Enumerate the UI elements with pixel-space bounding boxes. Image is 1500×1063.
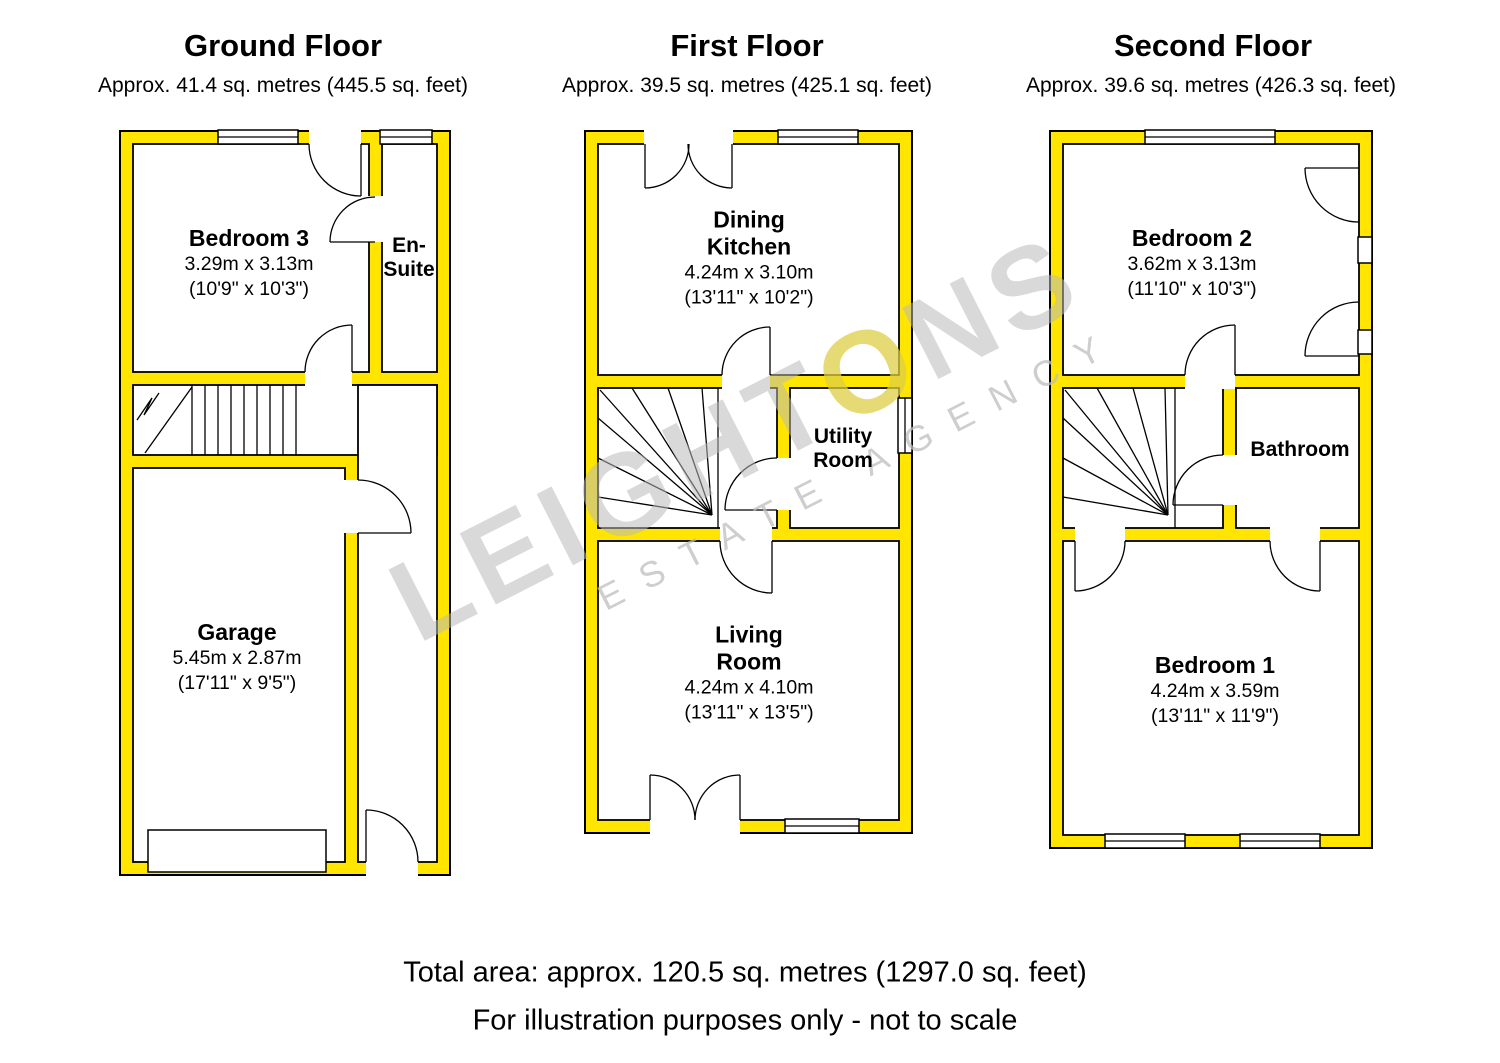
room-label-garage: Garage 5.45m x 2.87m (17'11" x 9'5") bbox=[173, 619, 302, 695]
wall-opening bbox=[1357, 236, 1373, 355]
living-room-door bbox=[719, 540, 773, 594]
second-floor-subtitle: Approx. 39.6 sq. metres (426.3 sq. feet) bbox=[1025, 74, 1397, 97]
room-label-bedroom2: Bedroom 2 3.62m x 3.13m (11'10" x 10'3") bbox=[1127, 225, 1256, 301]
room-utility bbox=[789, 387, 900, 529]
room-dim-metric: 4.24m x 3.59m bbox=[1150, 680, 1280, 703]
room-dim-metric: 3.29m x 3.13m bbox=[184, 253, 314, 276]
room-dim-imperial: (13'11" x 11'9") bbox=[1151, 704, 1279, 727]
room-hall bbox=[357, 384, 438, 863]
bedroom1-door bbox=[1074, 540, 1126, 592]
room-label-bathroom: Bathroom bbox=[1250, 438, 1349, 462]
first-floor-stairs bbox=[597, 387, 719, 528]
room-name: Room bbox=[813, 449, 873, 472]
window bbox=[784, 818, 860, 834]
room-name: Living bbox=[715, 621, 783, 648]
room-label-ensuite: En- Suite bbox=[383, 234, 434, 282]
window bbox=[897, 397, 913, 454]
room-dim-metric: 5.45m x 2.87m bbox=[172, 647, 302, 670]
room-name: Dining bbox=[713, 206, 785, 233]
room-dim-imperial: (17'11" x 9'5") bbox=[177, 671, 297, 694]
front-door bbox=[365, 809, 419, 863]
room-dim-imperial: (13'11" x 13'5") bbox=[684, 701, 814, 724]
room-label-bedroom1: Bedroom 1 4.24m x 3.59m (13'11" x 11'9") bbox=[1151, 652, 1280, 728]
room-name: Bathroom bbox=[1250, 437, 1350, 461]
window bbox=[379, 129, 433, 145]
room-landing bbox=[597, 387, 778, 529]
kitchen-door bbox=[721, 326, 771, 376]
room-name: Suite bbox=[383, 258, 435, 281]
disclaimer-text: For illustration purposes only - not to … bbox=[472, 1004, 1018, 1037]
window bbox=[1104, 833, 1186, 849]
room-dim-metric: 4.24m x 4.10m bbox=[684, 676, 814, 699]
ensuite-door bbox=[329, 196, 376, 243]
room-dim-imperial: (10'9" x 10'3") bbox=[189, 277, 309, 300]
room-dim-imperial: (13'11" x 10'2") bbox=[684, 286, 814, 309]
room-name: Bedroom 1 bbox=[1154, 652, 1276, 679]
ground-floor-subtitle: Approx. 41.4 sq. metres (445.5 sq. feet) bbox=[97, 74, 469, 97]
room-dim-imperial: (11'10" x 10'3") bbox=[1127, 277, 1257, 300]
ground-floor-title: Ground Floor bbox=[183, 28, 383, 63]
garage-door bbox=[147, 829, 327, 873]
total-area-text: Total area: approx. 120.5 sq. metres (12… bbox=[403, 956, 1087, 989]
room-bedroom2 bbox=[1062, 143, 1360, 376]
first-floor-plan bbox=[584, 129, 913, 834]
room-bedroom3 bbox=[132, 143, 370, 373]
bedroom1-closet-door bbox=[1269, 540, 1321, 592]
garage-access-door bbox=[357, 479, 412, 534]
first-floor-subtitle: Approx. 39.5 sq. metres (425.1 sq. feet) bbox=[561, 74, 933, 97]
room-name: Room bbox=[716, 648, 782, 675]
window bbox=[777, 129, 859, 145]
room-name: Utility bbox=[813, 424, 873, 448]
room-dim-metric: 3.62m x 3.13m bbox=[1127, 253, 1257, 276]
room-name: En- bbox=[392, 233, 426, 257]
room-name: Bedroom 2 bbox=[1131, 225, 1253, 252]
first-floor-title: First Floor bbox=[670, 28, 824, 63]
room-name: Garage bbox=[197, 619, 277, 646]
window bbox=[1144, 129, 1276, 145]
room-label-living: Living Room 4.24m x 4.10m (13'11" x 13'5… bbox=[684, 622, 813, 725]
second-floor-plan bbox=[1049, 129, 1373, 849]
utility-door bbox=[724, 457, 778, 511]
room-dining-kitchen bbox=[597, 143, 900, 376]
ground-floor-plan bbox=[119, 129, 451, 876]
bedroom3-door bbox=[304, 324, 353, 373]
window bbox=[1239, 833, 1321, 849]
second-floor-title: Second Floor bbox=[1113, 28, 1313, 63]
room-garage bbox=[132, 467, 346, 863]
bathroom-door bbox=[1172, 454, 1224, 506]
room-name: Kitchen bbox=[706, 233, 792, 260]
room-label-utility: Utility Room bbox=[813, 425, 873, 473]
ground-floor-stairs bbox=[136, 385, 297, 455]
bedroom2-door bbox=[1184, 324, 1236, 376]
room-landing2 bbox=[1062, 387, 1224, 529]
french-doors bbox=[649, 774, 741, 821]
entrance-door bbox=[308, 143, 362, 197]
room-label-dining-kitchen: Dining Kitchen 4.24m x 3.10m (13'11" x 1… bbox=[684, 207, 813, 310]
window bbox=[217, 129, 299, 145]
room-label-bedroom3: Bedroom 3 3.29m x 3.13m (10'9" x 10'3") bbox=[185, 225, 314, 301]
second-floor-stairs bbox=[1062, 387, 1176, 528]
french-doors bbox=[644, 143, 733, 189]
room-name: Bedroom 3 bbox=[188, 225, 310, 252]
room-dim-metric: 4.24m x 3.10m bbox=[684, 261, 814, 284]
wardrobe-doors bbox=[1304, 167, 1360, 357]
